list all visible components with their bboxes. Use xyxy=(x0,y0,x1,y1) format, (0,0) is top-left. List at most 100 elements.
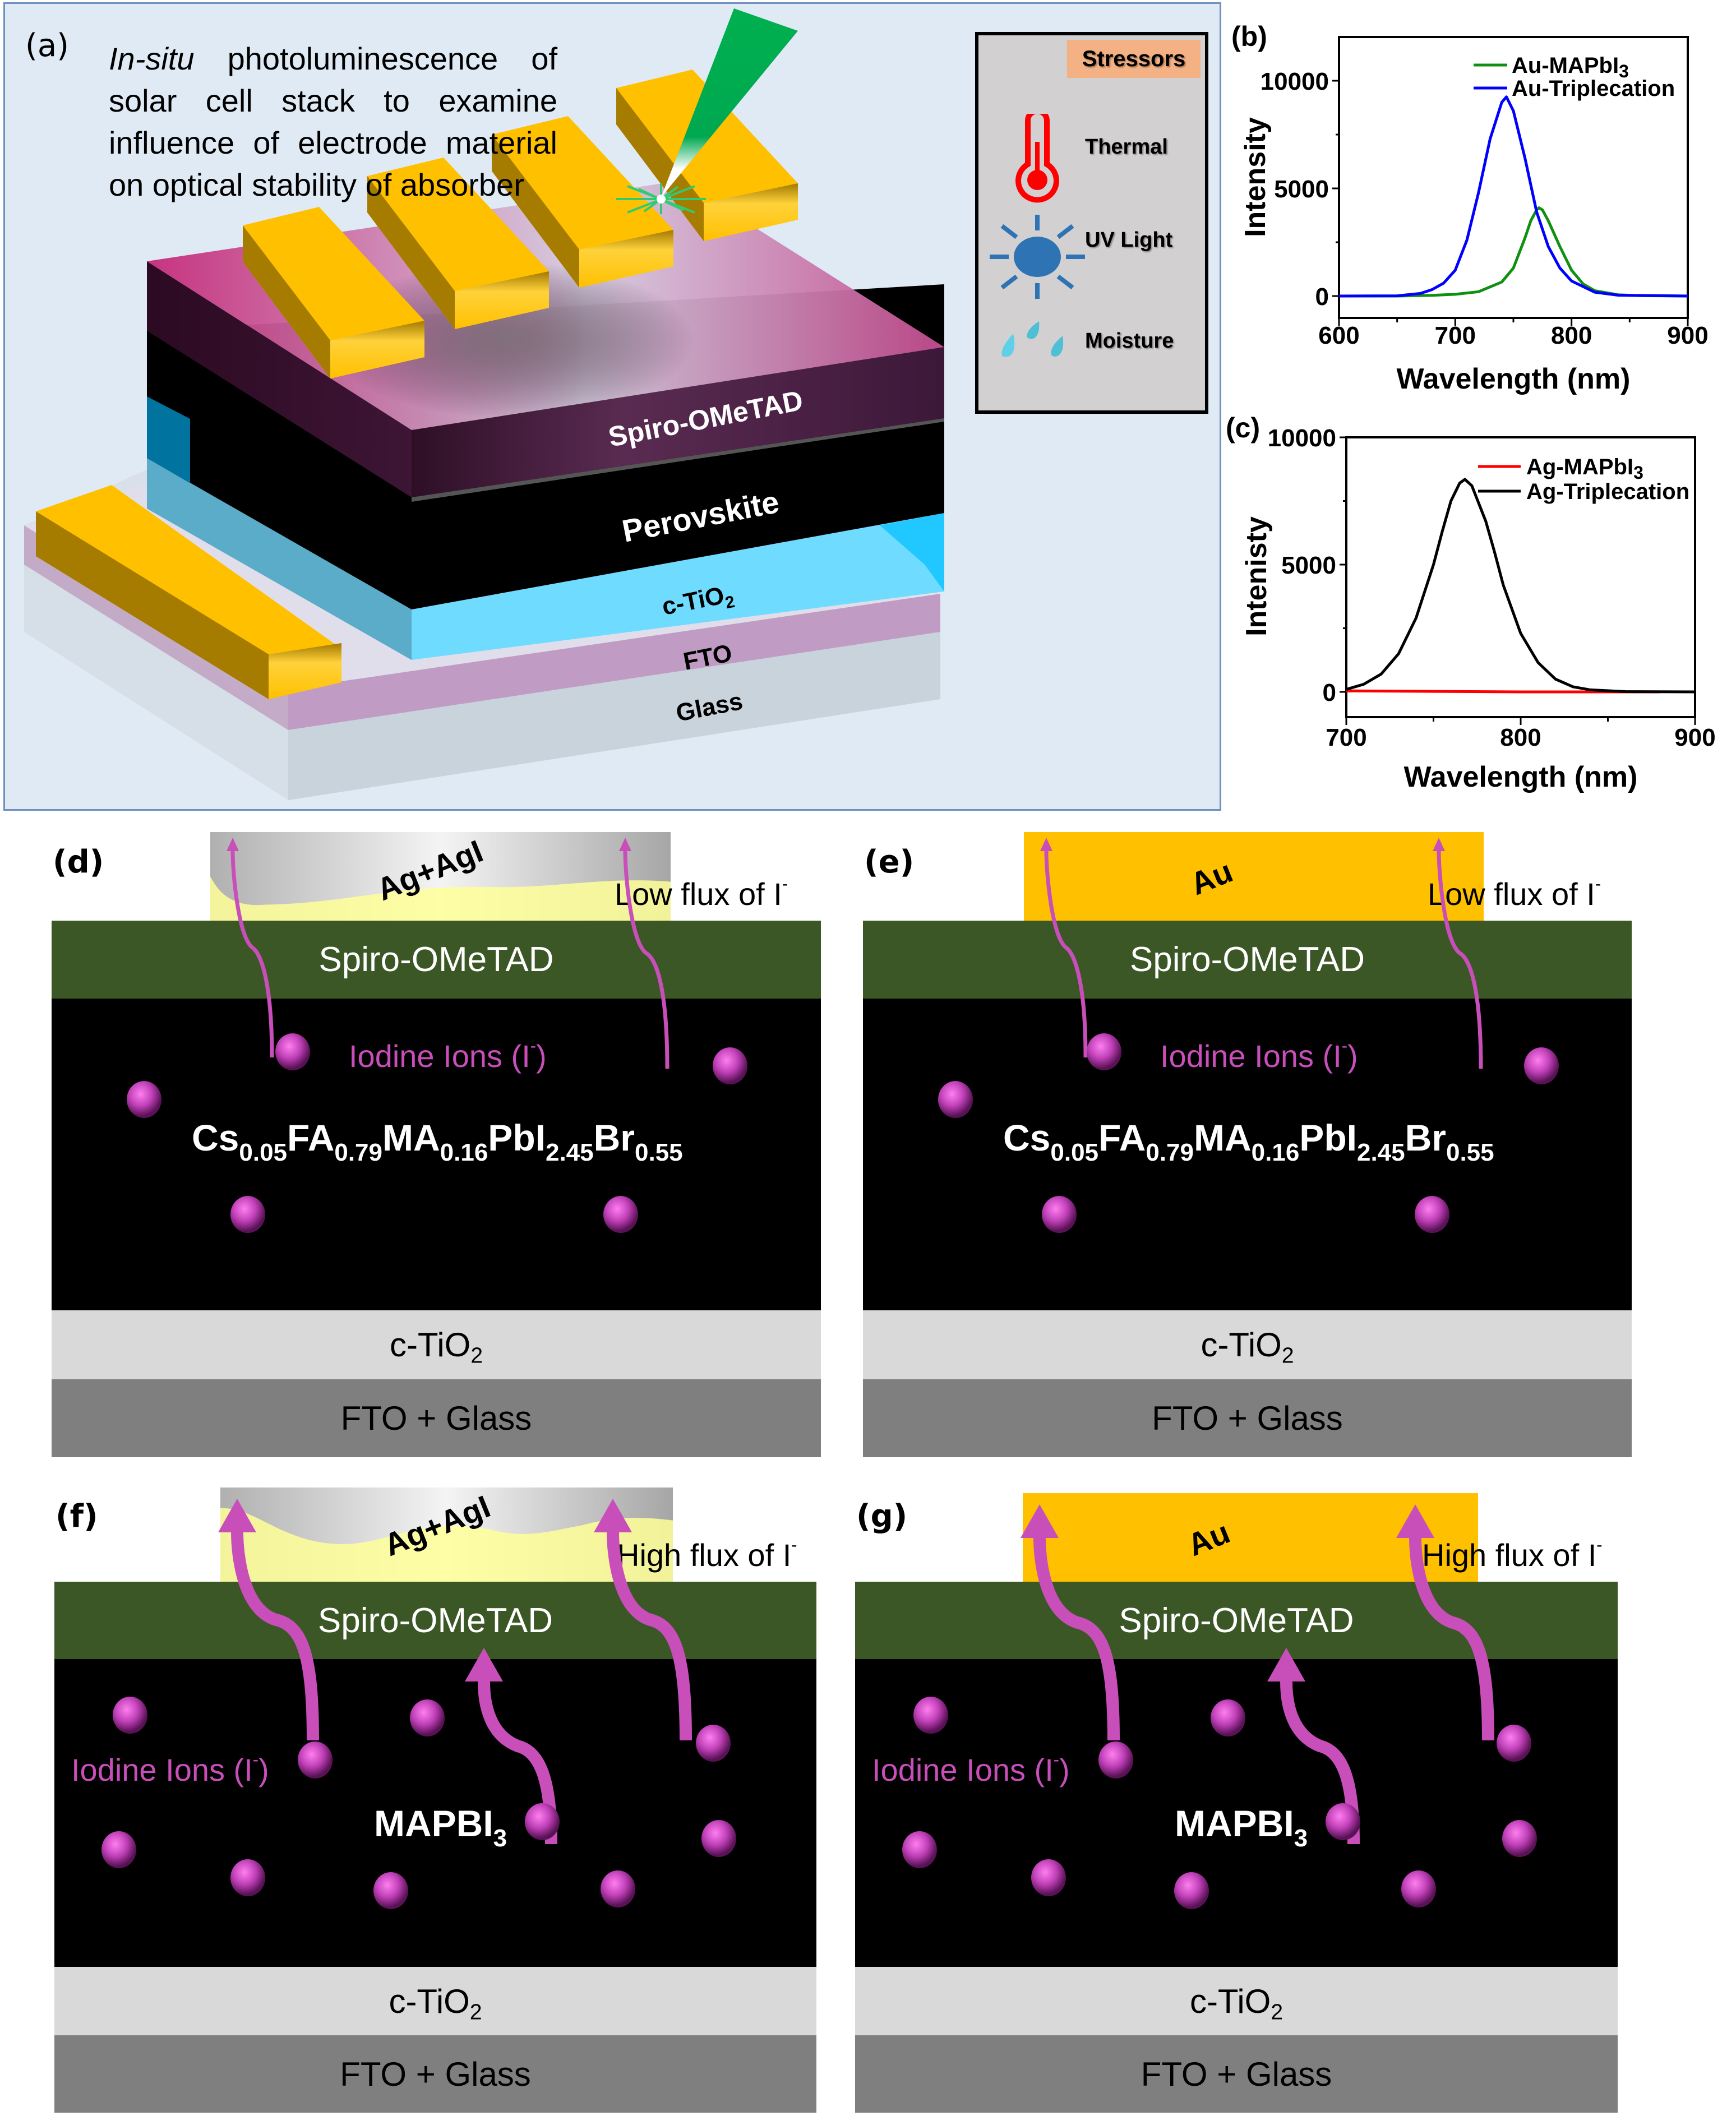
photoluminescence-sparkle xyxy=(616,183,706,214)
flux-superscript: - xyxy=(1595,874,1601,894)
tio2-label: c-TiO2 xyxy=(389,1326,483,1368)
arrow-head xyxy=(218,1499,256,1532)
iodine-ions-label: Iodine Ions (I-) xyxy=(349,1036,547,1074)
ag-agi-electrode: Ag+AgI xyxy=(210,832,671,921)
arrow-head xyxy=(594,1499,632,1532)
iodine-ion xyxy=(1502,1820,1537,1857)
arrow-head xyxy=(227,838,239,851)
perovskite-layer xyxy=(863,999,1632,1310)
stressors-title: Stressors xyxy=(1067,40,1201,78)
panel-letter-g: (g) xyxy=(856,1498,908,1535)
chart-b-ylabel: Intensity xyxy=(1239,117,1272,237)
ion-migration-overlay xyxy=(902,1504,1537,1909)
y-tick-label: 0 xyxy=(1315,283,1329,311)
spiro-top-glow xyxy=(325,262,695,419)
spiro-front-face xyxy=(412,347,944,497)
panel-a-description: In-situ photoluminescence of solar cell … xyxy=(109,38,557,206)
ag-agi-electrode: Ag+AgI xyxy=(220,1488,673,1582)
ion-migration-arrow xyxy=(478,1681,557,1845)
flux-text: High flux of I xyxy=(1422,1537,1597,1573)
iodine-ions-label: Iodine Ions (I-) xyxy=(1160,1036,1358,1074)
chart-c-letter: (c) xyxy=(1226,412,1260,444)
x-tick-label: 900 xyxy=(1674,724,1715,751)
stressor-thermal-label: Thermal xyxy=(1085,135,1168,159)
iodine-ion xyxy=(1326,1803,1360,1840)
ion-flux-label: High flux of I- xyxy=(1422,1536,1603,1573)
flux-text: High flux of I xyxy=(617,1537,792,1573)
stressor-moisture-label: Moisture xyxy=(1085,329,1174,353)
legend-label-au-mapbi3: Au-MAPbI3 xyxy=(1512,53,1629,81)
iodine-ion xyxy=(603,1196,638,1233)
iodine-ion xyxy=(1174,1872,1209,1909)
spiro-ometad-layer: Spiro-OMeTAD xyxy=(54,1582,816,1659)
iodine-ion xyxy=(373,1872,408,1909)
tio2-layer-left-top xyxy=(147,458,412,660)
tio2-layer: c-TiO2 xyxy=(863,1310,1632,1379)
arrow-head xyxy=(465,1648,503,1681)
spiro-label: Spiro-OMeTAD xyxy=(317,1601,553,1640)
chart-c-xlabel: Wavelength (nm) xyxy=(1404,761,1638,793)
perovskite-left-blue-edge xyxy=(147,396,190,483)
iodine-ion xyxy=(902,1831,937,1868)
series-au-triplecation xyxy=(1338,95,1688,298)
description-italic: In-situ xyxy=(109,41,195,76)
ion-flux-label: Low flux of I- xyxy=(1428,874,1601,912)
legend-label-ag-triplecation: Ag-Triplecation xyxy=(1526,479,1689,504)
chart-b-letter: (b) xyxy=(1231,21,1267,52)
ion-migration-arrow xyxy=(231,1532,319,1741)
gold-contacts-top xyxy=(243,70,798,378)
absorber-formula: Cs0.05FA0.79MA0.16PbI2.45Br0.55 xyxy=(192,1117,683,1166)
iodine-ion xyxy=(101,1831,136,1868)
chart-b-xlabel: Wavelength (nm) xyxy=(1397,363,1631,395)
x-tick-label: 800 xyxy=(1500,724,1541,751)
spiro-ometad-layer: Spiro-OMeTAD xyxy=(863,921,1632,999)
iodine-ion xyxy=(601,1870,635,1907)
ion-migration-arrow xyxy=(1437,851,1483,1069)
spiro-bottom-edge xyxy=(412,418,944,502)
fto-glass-layer: FTO + Glass xyxy=(54,2035,816,2113)
ion-migration-overlay xyxy=(101,1499,736,1909)
iodine-ion xyxy=(230,1859,265,1896)
description-text: photoluminescence of solar cell stack to… xyxy=(109,41,557,202)
iodine-ion xyxy=(230,1196,265,1233)
flux-superscript: - xyxy=(791,1535,797,1555)
chart-b-legend: Au-MAPbI3 Au-Triplecation xyxy=(1474,53,1675,101)
tio2-label: c-TiO2 xyxy=(1189,1982,1283,2025)
iodine-ions-label: Iodine Ions (I-) xyxy=(872,1749,1070,1787)
iodine-ion xyxy=(1098,1741,1133,1778)
iodine-ion xyxy=(1031,1859,1066,1896)
tio2-layer: c-TiO2 xyxy=(855,1967,1618,2035)
panel-letter-e: (e) xyxy=(864,844,915,880)
absorber-formula: MAPBI3 xyxy=(374,1803,507,1852)
iodine-ion xyxy=(696,1725,731,1762)
panel-letter-d: (d) xyxy=(53,844,104,880)
spiro-label: Spiro-OMeTAD xyxy=(1129,940,1365,979)
x-tick-label: 700 xyxy=(1435,322,1476,349)
water-drops-icon xyxy=(1001,321,1064,357)
tio2-label: c-TiO2 xyxy=(1201,1326,1294,1368)
arrow-head xyxy=(1267,1648,1305,1681)
chart-c-series xyxy=(1346,478,1696,694)
iodine-ion xyxy=(913,1697,948,1734)
arrow-head xyxy=(1021,1504,1059,1538)
iodine-ions-label: Iodine Ions (I-) xyxy=(71,1749,269,1787)
ion-migration-arrow xyxy=(230,851,274,1058)
iodine-ion xyxy=(410,1699,445,1736)
sun-icon xyxy=(990,215,1085,299)
tio2-layer: c-TiO2 xyxy=(54,1967,816,2035)
panel-letter-a: (a) xyxy=(25,27,70,64)
ion-migration-arrow xyxy=(607,1532,692,1741)
chart-b-series xyxy=(1338,95,1688,298)
iodine-ion xyxy=(938,1081,973,1118)
chart-c-ylabel: Intenisty xyxy=(1240,516,1273,636)
x-tick-label: 700 xyxy=(1326,724,1366,751)
spiro-ometad-layer: Spiro-OMeTAD xyxy=(855,1582,1618,1659)
spiro-label: Spiro-OMeTAD xyxy=(1119,1601,1354,1640)
iodine-ion xyxy=(525,1803,560,1840)
thermometer-icon xyxy=(1015,114,1059,203)
spiro-left-face xyxy=(147,261,412,497)
spiro-ometad-layer: Spiro-OMeTAD xyxy=(52,921,821,999)
fto-layer-front-face xyxy=(288,594,940,730)
